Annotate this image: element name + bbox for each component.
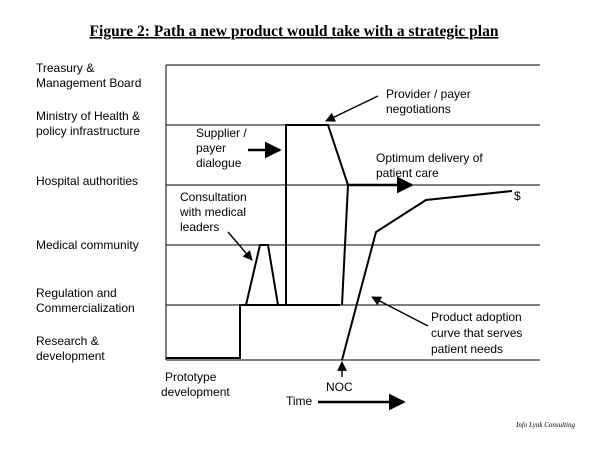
adoption-arrow <box>371 296 429 327</box>
dollar-label: $ <box>514 189 521 203</box>
noc-label: NOC <box>326 380 353 394</box>
row-label-hospital: Hospital authorities <box>36 174 138 188</box>
adoption-label-1: Product adoption <box>431 310 522 324</box>
consultation-label-2: with medical <box>179 205 246 219</box>
supplier-payer-label-3: dialogue <box>196 156 242 170</box>
provider-payer-arrow <box>325 95 379 122</box>
consultation-label-3: leaders <box>180 220 219 234</box>
consultation-arrow <box>227 231 253 261</box>
provider-payer-label-2: negotiations <box>386 102 451 116</box>
provider-payer-label-1: Provider / payer <box>386 87 471 101</box>
supplier-payer-label-2: payer <box>196 141 226 155</box>
adoption-curve <box>341 190 513 361</box>
consultation-label-1: Consultation <box>180 190 247 204</box>
credit-label: Info Lynk Consulting <box>515 421 575 429</box>
figure-title: Figure 2: Path a new product would take … <box>90 23 499 40</box>
grid-lines <box>165 64 540 361</box>
optimum-delivery-label-1: Optimum delivery of <box>376 151 483 165</box>
row-label-research-2: development <box>36 349 105 363</box>
row-label-ministry-2: policy infrastructure <box>36 124 140 138</box>
time-label: Time <box>286 394 313 408</box>
row-labels: Treasury & Management Board Ministry of … <box>36 61 141 363</box>
care-drop-line <box>341 184 349 306</box>
row-label-medical: Medical community <box>36 238 139 252</box>
optimum-delivery-label-2: patient care <box>376 166 439 180</box>
row-label-treasury-1: Treasury & <box>36 61 94 75</box>
row-label-ministry-1: Ministry of Health & <box>36 109 140 123</box>
supplier-payer-label-1: Supplier / <box>196 126 247 140</box>
row-label-regulation-2: Commercialization <box>36 301 135 315</box>
row-label-treasury-2: Management Board <box>36 76 141 90</box>
adoption-label-2: curve that serves <box>431 326 522 340</box>
row-label-research-1: Research & <box>36 334 99 348</box>
prototype-label-2: development <box>161 385 230 399</box>
product-path <box>166 124 349 359</box>
row-label-regulation-1: Regulation and <box>36 286 117 300</box>
prototype-label-1: Prototype <box>165 370 217 384</box>
adoption-label-3: patient needs <box>431 342 503 356</box>
